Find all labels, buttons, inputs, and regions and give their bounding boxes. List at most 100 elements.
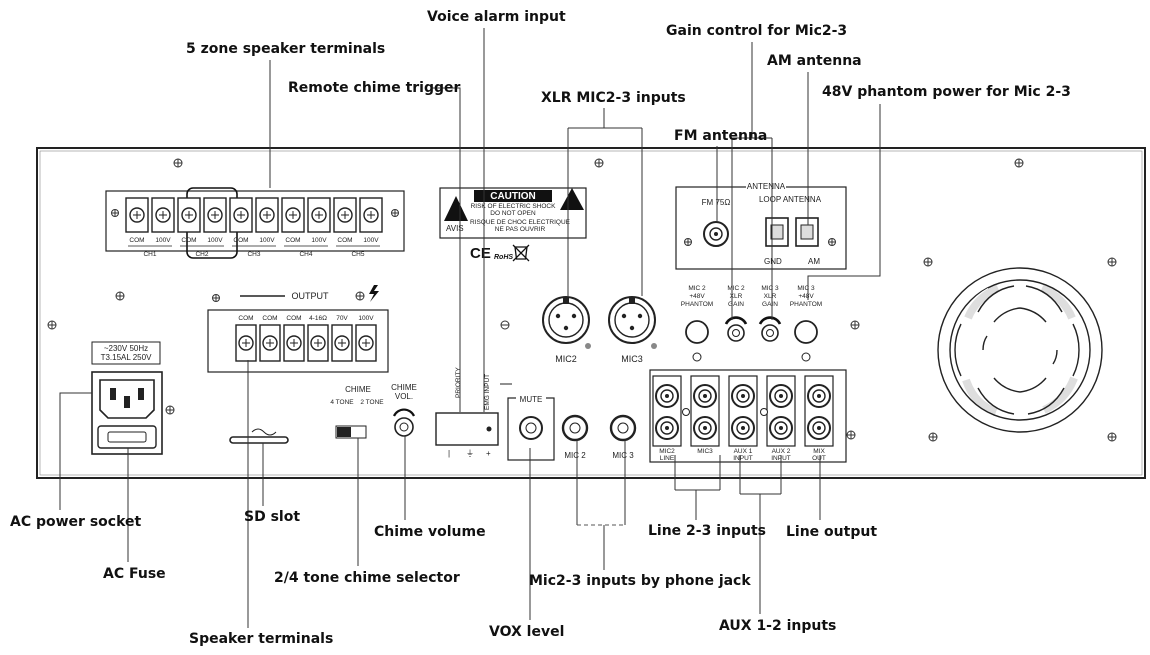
am-label: AM xyxy=(808,257,820,266)
chassis-inner-edge xyxy=(39,150,1143,476)
terminal-mark: ⏚ xyxy=(466,449,474,458)
screw-icon xyxy=(500,320,510,330)
zone-com-label: COM xyxy=(285,237,300,244)
zone-com-terminal[interactable] xyxy=(281,197,305,233)
callout-zone-speaker: 5 zone speaker terminals xyxy=(186,41,385,57)
leader-lines xyxy=(59,28,881,628)
caution-line-2: DO NOT OPEN xyxy=(490,210,536,217)
gain-scale-icon xyxy=(724,316,748,325)
warning-triangle-icon xyxy=(560,188,584,210)
rca-jack[interactable] xyxy=(769,384,793,408)
rca-label: AUX 1 xyxy=(734,448,753,455)
rca-jack-frame xyxy=(690,375,720,447)
rca-jack-frame xyxy=(728,375,758,447)
rca-jack[interactable] xyxy=(731,416,755,440)
screw-icon xyxy=(165,405,175,415)
callout-chime-volume: Chime volume xyxy=(374,524,486,540)
rca-screw-icon xyxy=(682,408,690,416)
zone-channel-label: CH2 xyxy=(195,251,208,258)
lightning-icon xyxy=(369,285,379,302)
callout-tone-selector: 2/4 tone chime selector xyxy=(274,570,460,586)
output-terminal[interactable] xyxy=(331,324,353,362)
callout-vox-level: VOX level xyxy=(489,624,564,640)
zone-100v-terminal[interactable] xyxy=(203,197,227,233)
output-terminal[interactable] xyxy=(283,324,305,362)
mic-control-label: XLR xyxy=(730,293,743,300)
caution-line-4: NE PAS OUVRIR xyxy=(495,226,546,233)
rca-jack[interactable] xyxy=(693,416,717,440)
terminal-mark: | xyxy=(448,449,450,458)
zone-100v-terminal[interactable] xyxy=(307,197,331,233)
zone-com-terminal[interactable] xyxy=(333,197,357,233)
screw-icon xyxy=(846,430,856,440)
phantom-power-button[interactable] xyxy=(794,320,818,344)
callout-labels: Voice alarm input Gain control for Mic2-… xyxy=(10,9,1071,647)
zone-100v-terminal[interactable] xyxy=(255,197,279,233)
fan-grille xyxy=(937,267,1103,433)
priority-label: PRIORITY xyxy=(455,367,462,398)
output-screw-icon xyxy=(212,294,220,302)
rca-jack[interactable] xyxy=(807,416,831,440)
callout-aux-inputs: AUX 1-2 inputs xyxy=(719,618,836,634)
zone-100v-terminal[interactable] xyxy=(151,197,175,233)
output-title: OUTPUT xyxy=(292,291,330,301)
rca-sublabel: OUT xyxy=(812,455,826,462)
xlr-mic3[interactable] xyxy=(608,296,657,349)
rca-jack[interactable] xyxy=(807,384,831,408)
screw-icon xyxy=(1014,158,1024,168)
screw-icon xyxy=(47,320,57,330)
xlr-mic2-label: MIC2 xyxy=(555,354,577,364)
phone-jack-mic3-label: MIC 3 xyxy=(612,451,634,460)
callout-phantom: 48V phantom power for Mic 2-3 xyxy=(822,84,1071,100)
screw-icon xyxy=(355,291,365,301)
sd-slot[interactable] xyxy=(229,428,289,444)
mute-vox-block: MUTE xyxy=(507,393,555,461)
rca-jack[interactable] xyxy=(731,384,755,408)
zone-100v-terminal[interactable] xyxy=(359,197,383,233)
zone-com-terminal[interactable] xyxy=(229,197,253,233)
zone-com-label: COM xyxy=(181,237,196,244)
phone-jack-mic2[interactable] xyxy=(561,414,589,442)
output-terminal[interactable] xyxy=(307,324,329,362)
emg-input-label: EMG INPUT xyxy=(484,374,491,410)
callout-remote-chime: Remote chime trigger xyxy=(288,80,460,96)
caution-avis: AVIS xyxy=(446,224,464,233)
screw-icon xyxy=(115,291,125,301)
zone-com-label: COM xyxy=(337,237,352,244)
phantom-power-button[interactable] xyxy=(685,320,709,344)
power-rating-2: T3.15AL 250V xyxy=(101,353,153,362)
screw-icon xyxy=(928,432,938,442)
zone-channel-label: CH1 xyxy=(143,251,156,258)
rca-jack[interactable] xyxy=(769,416,793,440)
power-rating-label xyxy=(91,341,161,365)
chime-selector: CHIME 4 TONE 2 TONE xyxy=(330,385,384,439)
xlr-mic2[interactable] xyxy=(542,296,591,349)
mic-control-label: MIC 3 xyxy=(761,285,779,292)
rca-jack[interactable] xyxy=(655,416,679,440)
callout-line23: Line 2-3 inputs xyxy=(648,523,766,539)
zone-channel-label: CH3 xyxy=(247,251,260,258)
phantom-led xyxy=(801,352,811,362)
rca-sublabel: INPUT xyxy=(733,455,753,462)
rohs-mark: RoHS xyxy=(494,254,513,261)
phone-jack-mic2-label: MIC 2 xyxy=(564,451,586,460)
output-terminal[interactable] xyxy=(235,324,257,362)
zone-voltage-label: 100V xyxy=(363,237,379,244)
mic-control-label: +48V xyxy=(798,293,814,300)
priority-terminal: PRIORITY EMG INPUT | ⏚ + xyxy=(435,367,512,458)
phone-jack-mic3[interactable] xyxy=(609,414,637,442)
callout-voice-alarm: Voice alarm input xyxy=(427,9,566,25)
zone-terminal-frame xyxy=(105,190,405,252)
zone-com-terminal[interactable] xyxy=(177,197,201,233)
rca-jack[interactable] xyxy=(655,384,679,408)
zone-com-terminal[interactable] xyxy=(125,197,149,233)
rca-jack[interactable] xyxy=(693,384,717,408)
rca-label: MIC3 xyxy=(697,448,713,455)
caution-title: CAUTION xyxy=(490,191,536,202)
output-terminal[interactable] xyxy=(355,324,377,362)
output-terminal[interactable] xyxy=(259,324,281,362)
